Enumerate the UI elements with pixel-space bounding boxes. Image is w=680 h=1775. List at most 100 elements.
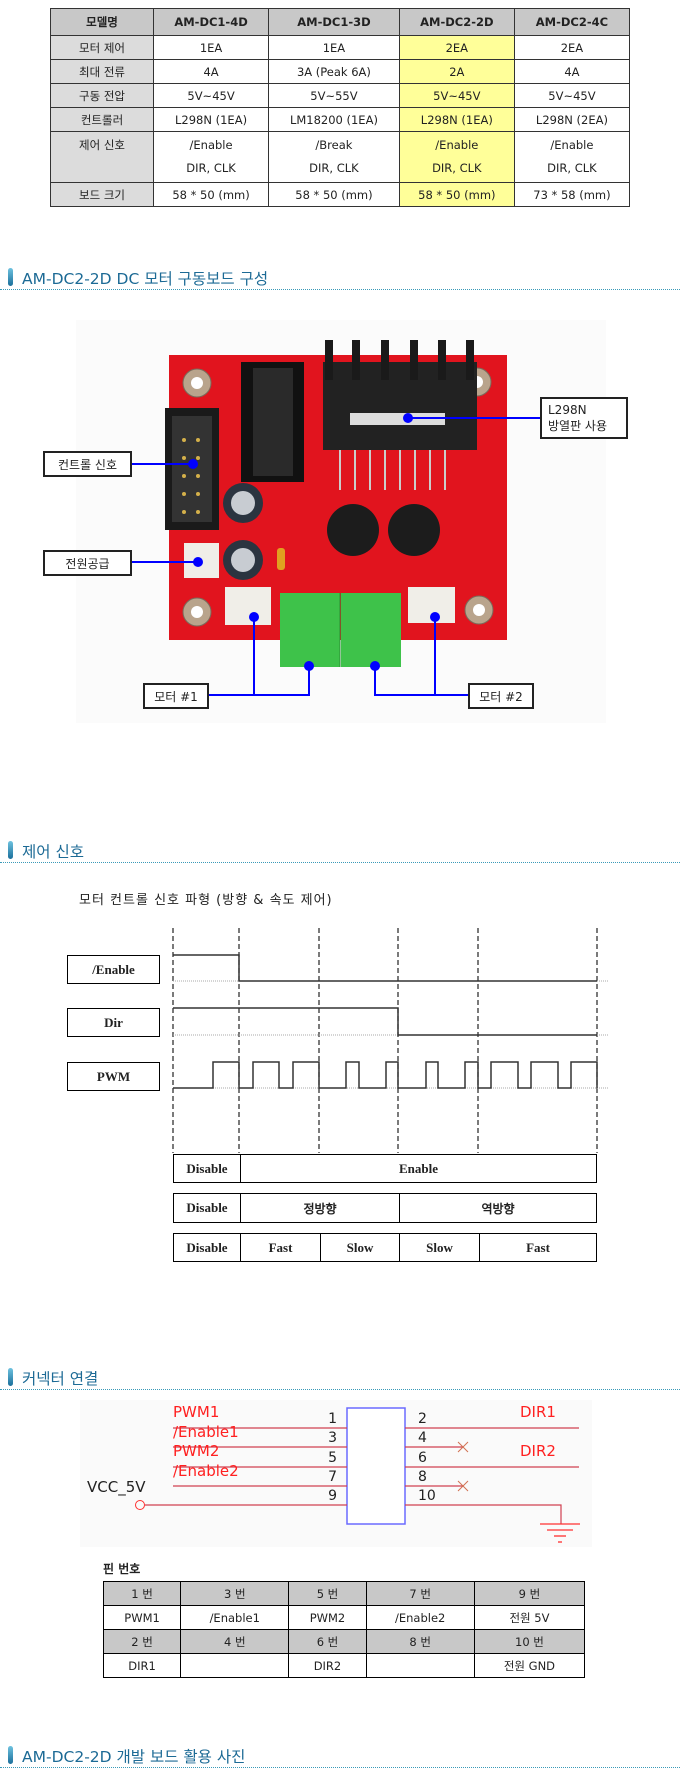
section-title: 제어 신호 (22, 843, 84, 861)
cell-line: DIR, CLK (547, 161, 597, 175)
divider (0, 862, 680, 863)
section-title: AM-DC2-2D DC 모터 구동보드 구성 (22, 270, 269, 288)
table-cell: 3A (Peak 6A) (268, 59, 400, 84)
label-dir1: DIR1 (520, 1403, 556, 1421)
table-cell: 58 * 50 (mm) (398, 182, 515, 207)
enable-waveform (173, 954, 597, 982)
state-bar-enable: Disable Enable (173, 1154, 597, 1183)
section-bullet-icon (8, 1746, 13, 1764)
header-connector-body (346, 1407, 406, 1525)
state-bar-direction: Disable 정방향 역방향 (173, 1193, 597, 1223)
left-signal-labels: PWM1 /Enable1 PWM2 /Enable2 (173, 1403, 239, 1481)
state-cell: Fast (240, 1234, 320, 1261)
divider (0, 1767, 680, 1768)
state-cell: Disable (186, 1160, 228, 1176)
section-header-board: AM-DC2-2D DC 모터 구동보드 구성 (0, 265, 680, 290)
state-cell: Disable (186, 1239, 228, 1255)
pin-table-cell: 10 번 (473, 1629, 586, 1654)
pin-table-cell: /Enable1 (180, 1605, 290, 1630)
table-cell: L298N (1EA) (152, 107, 270, 132)
pin-number: 4 (418, 1430, 427, 1447)
table-cell: 58 * 50 (mm) (152, 182, 270, 207)
table-cell: 2EA (398, 35, 515, 60)
pin-number: 9 (328, 1488, 337, 1505)
pin-table-cell (180, 1653, 290, 1678)
section-header-photos: AM-DC2-2D 개발 보드 활용 사진 (0, 1743, 680, 1768)
time-dividers (172, 928, 598, 1153)
board-photo (76, 320, 606, 723)
pin-table-cell: /Enable2 (365, 1605, 475, 1630)
callout-power: 전원공급 (43, 550, 132, 576)
schematic-wires (135, 1407, 580, 1543)
table-cell: 1EA (152, 35, 270, 60)
pin-number: 2 (418, 1411, 427, 1427)
table-cell: 2A (398, 59, 515, 84)
row-label: 보드 크기 (50, 182, 154, 207)
section-title: AM-DC2-2D 개발 보드 활용 사진 (22, 1748, 246, 1766)
divider (0, 1389, 680, 1390)
heatsink (323, 340, 477, 490)
pin-number: 10 (418, 1488, 436, 1505)
right-pin-numbers: 2 4 6 8 10 (418, 1410, 436, 1506)
board-illustration (132, 340, 540, 696)
callout-lines (132, 417, 540, 696)
label-vcc: VCC_5V (87, 1478, 146, 1496)
cell-line: /Enable (435, 138, 479, 152)
pin-table-cell: 7 번 (365, 1581, 475, 1606)
state-cell: Enable (240, 1155, 596, 1182)
cell-line: DIR, CLK (186, 161, 236, 175)
state-cell: 역방향 (399, 1194, 596, 1222)
no-connect-icon (457, 1441, 469, 1492)
label-pwm1: PWM1 (173, 1403, 220, 1421)
pin-table-title: 핀 번호 (103, 1562, 141, 1576)
section-title: 커넥터 연결 (22, 1370, 99, 1388)
signal-label-enable: /Enable (67, 955, 160, 984)
header-model-name: AM-DC1-4D (152, 8, 270, 36)
motor1-connector (225, 587, 271, 625)
signal-label-dir: Dir (67, 1008, 160, 1037)
table-cell: 2EA (513, 35, 631, 60)
pin-table-cell: 2 번 (102, 1629, 182, 1654)
pin-table-cell: PWM1 (102, 1605, 182, 1630)
section-header-connector: 커넥터 연결 (0, 1365, 680, 1390)
cell-line: /Enable (550, 138, 594, 152)
left-pin-numbers: 1 3 5 7 9 (323, 1410, 337, 1506)
pin-table-cell: 4 번 (180, 1629, 290, 1654)
pin-number: 6 (418, 1449, 427, 1466)
bridge-rectifiers (327, 504, 440, 556)
pin-table-cell: DIR1 (102, 1653, 182, 1678)
state-bar-speed: Disable Fast Slow Slow Fast (173, 1233, 597, 1262)
table-cell: 73 * 58 (mm) (513, 182, 631, 207)
pin-table-cell: 3 번 (180, 1581, 290, 1606)
pin-table-cell: 9 번 (473, 1581, 586, 1606)
pin-table-cell: 5 번 (288, 1581, 367, 1606)
vcc-terminal-icon (135, 1500, 145, 1510)
table-cell: 58 * 50 (mm) (268, 182, 400, 207)
cell-line: DIR, CLK (309, 161, 359, 175)
state-cell: Fast (479, 1234, 596, 1261)
state-cell: Slow (320, 1234, 399, 1261)
label-enable1: /Enable1 (173, 1422, 239, 1441)
divider (0, 289, 680, 290)
state-cell: Slow (399, 1234, 479, 1261)
table-cell: L298N (2EA) (513, 107, 631, 132)
cell-line: DIR, CLK (432, 161, 482, 175)
pin-table-cell: 전원 GND (473, 1653, 586, 1678)
capacitors (223, 483, 263, 580)
section-header-control: 제어 신호 (0, 838, 680, 863)
pin-table-cell: 전원 5V (473, 1605, 586, 1630)
pin-number: 7 (328, 1468, 337, 1485)
section-bullet-icon (8, 268, 13, 286)
pin-number: 5 (328, 1449, 337, 1466)
timing-diagram (172, 928, 608, 1153)
